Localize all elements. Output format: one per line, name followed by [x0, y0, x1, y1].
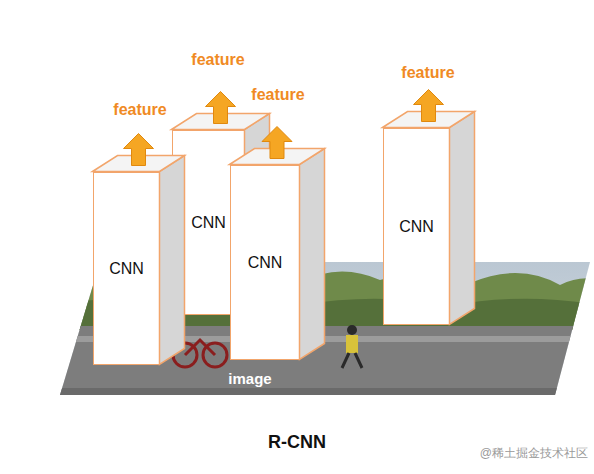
- diagram-title: R-CNN: [268, 432, 326, 453]
- feature-arrow: [414, 90, 444, 122]
- image-label: image: [228, 370, 271, 387]
- box-label: CNN: [191, 214, 226, 232]
- box-label: CNN: [399, 218, 434, 236]
- prism-faces: [384, 129, 385, 130]
- watermark: @稀土掘金技术社区: [480, 445, 588, 462]
- prism-side: [160, 156, 185, 365]
- feature-label: feature: [191, 51, 244, 69]
- feature-label: feature: [401, 64, 454, 82]
- prism-faces: [231, 166, 232, 167]
- feature-label: feature: [113, 101, 166, 119]
- cnn-box: CNN: [93, 172, 160, 365]
- feature-arrow: [262, 127, 292, 159]
- feature-arrow: [206, 92, 236, 124]
- walker-figure: [342, 325, 362, 368]
- prism-faces: [173, 131, 174, 132]
- feature-label: feature: [251, 86, 304, 104]
- cnn-box: CNN: [383, 128, 450, 325]
- cnn-box: CNN: [230, 165, 300, 360]
- box-label: CNN: [248, 254, 283, 272]
- box-label: CNN: [109, 260, 144, 278]
- prism-side: [450, 112, 475, 325]
- prism-faces: [94, 173, 95, 174]
- prism-side: [300, 149, 325, 360]
- feature-arrow: [124, 134, 154, 166]
